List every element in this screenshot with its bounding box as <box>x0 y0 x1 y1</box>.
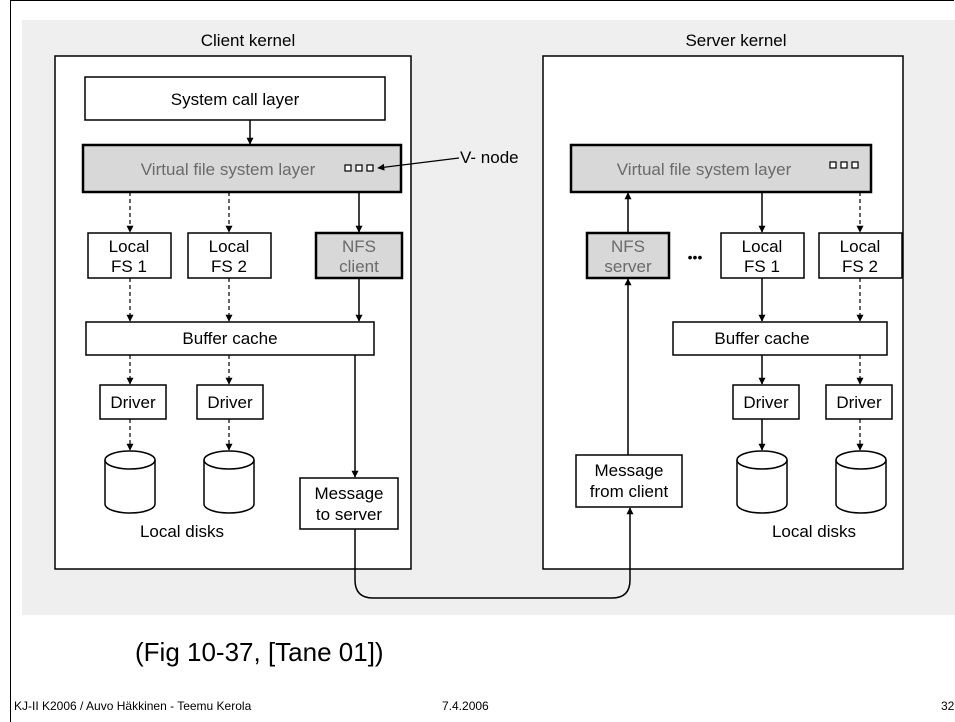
server-disk2 <box>835 450 887 514</box>
client-local-fs2-line2: FS 2 <box>211 257 247 276</box>
message-to-server-line1: Message <box>315 484 384 503</box>
footer-date: 7.4.2006 <box>442 699 489 713</box>
client-disk2 <box>203 450 255 514</box>
server-local-fs2 <box>818 232 903 279</box>
client-buffer-cache-label: Buffer cache <box>182 329 277 348</box>
server-local-fs2-line1: Local <box>840 237 881 256</box>
server-vnode-squares <box>829 161 859 169</box>
client-local-disks-label: Local disks <box>140 522 224 541</box>
client-disk1 <box>104 450 156 514</box>
client-kernel-title: Client kernel <box>201 31 296 50</box>
client-driver2 <box>196 384 264 420</box>
message-from-client-line2: from client <box>590 482 669 501</box>
footer-page-number: 32 <box>941 699 955 713</box>
server-driver2-label: Driver <box>836 393 882 412</box>
vnode-pointer-arrow <box>377 157 460 171</box>
client-local-fs2-line1: Local <box>209 237 250 256</box>
nfs-server-line1: NFS <box>611 237 645 256</box>
server-buffer-cache <box>672 321 888 356</box>
server-local-fs1 <box>720 232 805 279</box>
network-connection-arrow <box>354 507 634 599</box>
client-system-call-layer <box>84 76 386 121</box>
client-local-fs1-line2: FS 1 <box>111 257 147 276</box>
client-driver1 <box>99 384 167 420</box>
nfs-server-line2: server <box>604 257 652 276</box>
server-local-fs1-line2: FS 1 <box>744 257 780 276</box>
message-to-server-line2: to server <box>316 505 382 524</box>
message-from-client-line1: Message <box>595 461 664 480</box>
nfs-server-box <box>585 231 671 280</box>
client-system-call-label: System call layer <box>171 90 300 109</box>
client-driver2-label: Driver <box>207 393 253 412</box>
server-vfs-layer <box>569 143 873 194</box>
client-driver1-label: Driver <box>110 393 156 412</box>
server-local-fs1-line1: Local <box>742 237 783 256</box>
message-to-server-box <box>299 477 399 530</box>
server-driver1 <box>732 384 800 420</box>
message-from-client-box <box>575 454 683 508</box>
nfs-client-line2: client <box>339 257 379 276</box>
vnode-label: V- node <box>460 148 519 167</box>
server-driver2 <box>825 384 893 420</box>
server-local-fs2-line2: FS 2 <box>842 257 878 276</box>
client-vnode-squares <box>344 164 374 172</box>
server-buffer-cache-label: Buffer cache <box>714 329 809 348</box>
client-buffer-cache <box>85 321 375 356</box>
server-ellipsis: ••• <box>688 249 703 265</box>
footer-author: KJ-II K2006 / Auvo Häkkinen - Teemu Kero… <box>14 699 252 713</box>
server-local-disks-label: Local disks <box>772 522 856 541</box>
server-driver1-label: Driver <box>743 393 789 412</box>
figure-caption: (Fig 10-37, [Tane 01]) <box>135 637 384 667</box>
server-kernel-title: Server kernel <box>685 31 786 50</box>
slide-frame <box>10 0 954 722</box>
client-vfs-label: Virtual file system layer <box>141 160 316 179</box>
server-disk1 <box>736 450 788 514</box>
server-vfs-label: Virtual file system layer <box>617 160 792 179</box>
client-local-fs1-line1: Local <box>109 237 150 256</box>
nfs-client-line1: NFS <box>342 237 376 256</box>
